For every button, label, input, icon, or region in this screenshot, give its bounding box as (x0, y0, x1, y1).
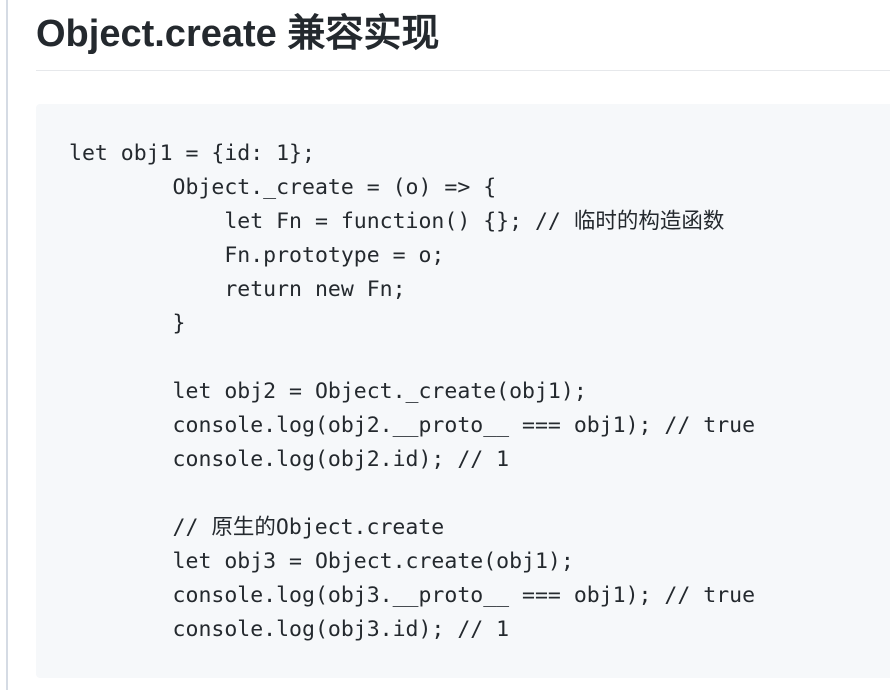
code-line: console.log(obj2.__proto__ === obj1); //… (69, 413, 756, 438)
code-line: let obj2 = Object._create(obj1); (69, 379, 587, 404)
code-line: // 原生的Object.create (69, 515, 445, 540)
code-line: console.log(obj3.__proto__ === obj1); //… (69, 583, 756, 608)
code-line: } (69, 311, 186, 336)
code-line: return new Fn; (69, 277, 406, 302)
code-block[interactable]: let obj1 = {id: 1}; Object._create = (o)… (36, 104, 890, 678)
heading-divider (36, 70, 890, 71)
code-line (69, 477, 890, 511)
code-line: Fn.prototype = o; (69, 243, 445, 268)
left-margin-rule (0, 0, 8, 690)
code-line: let obj1 = {id: 1}; (69, 141, 315, 166)
code-line (69, 341, 890, 375)
code-line: let obj3 = Object.create(obj1); (69, 549, 574, 574)
code-line: let Fn = function() {}; // 临时的构造函数 (69, 209, 725, 234)
code-line: console.log(obj2.id); // 1 (69, 447, 510, 472)
code-line: console.log(obj3.id); // 1 (69, 617, 510, 642)
code-line: Object._create = (o) => { (69, 175, 497, 200)
section-heading: Object.create 兼容实现 (36, 13, 440, 55)
